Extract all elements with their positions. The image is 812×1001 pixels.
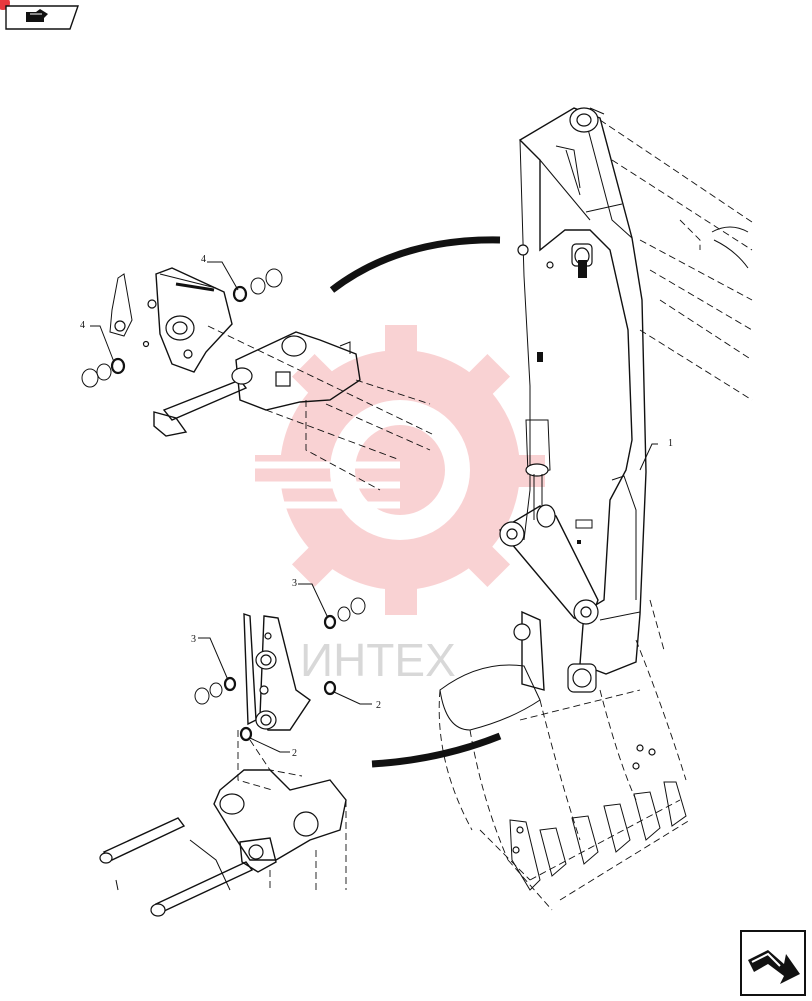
next-page-arrow-icon (748, 950, 800, 984)
previous-page-tab[interactable] (0, 0, 80, 30)
callout-2-lower: 2 (292, 748, 297, 759)
watermark-text: ИНТЕХ (300, 634, 456, 686)
callout-1: 1 (668, 438, 673, 449)
callout-3-left: 3 (191, 634, 196, 645)
exploded-view-lower (99, 597, 366, 917)
arm-assembly (498, 107, 753, 693)
hand-pointer-icon (26, 9, 48, 22)
callout-4-right: 4 (201, 254, 206, 265)
watermark-logo (245, 325, 545, 615)
callout-2-upper: 2 (376, 700, 381, 711)
leader-arc-upper (329, 236, 501, 293)
callout-leaders (90, 261, 658, 753)
callout-4-left: 4 (80, 320, 85, 331)
callout-3-right: 3 (292, 578, 297, 589)
bucket-outline (438, 599, 691, 911)
leader-arc-lower (371, 732, 502, 768)
exploded-view-upper (81, 267, 433, 491)
next-page-button[interactable] (740, 930, 806, 996)
